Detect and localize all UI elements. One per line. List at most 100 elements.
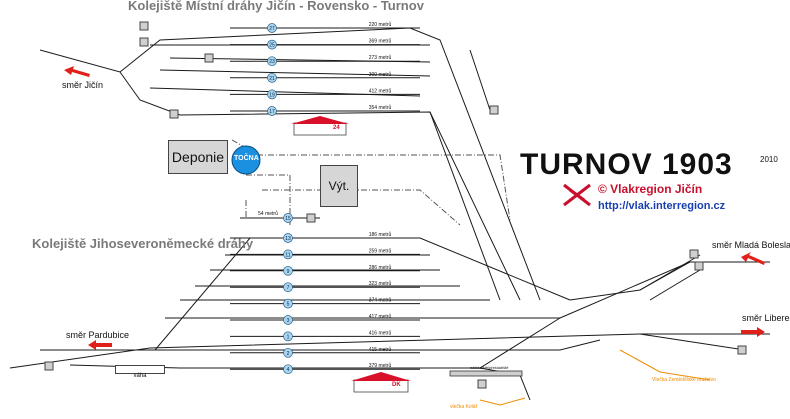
buffer-stop [477, 379, 487, 389]
lower-track-marker[interactable] [283, 233, 293, 243]
upper-track-length: 412 metrů [369, 87, 392, 94]
lower-track-number: 1 [287, 334, 290, 340]
upper-track-marker[interactable] [267, 72, 277, 83]
lower-track-length: 186 metrů [369, 231, 392, 238]
siding-kolar [479, 397, 526, 406]
direction-jicin: směr Jičín [62, 80, 104, 90]
lower-track-length: 259 metrů [369, 247, 392, 254]
dashed-link-3 [262, 189, 461, 226]
line-curve-east [569, 261, 691, 301]
lower-track-number: 11 [285, 252, 290, 258]
lower-track-length: 323 metrů [369, 280, 392, 287]
upper-yard-outer-track [39, 27, 541, 301]
upper-track-length: 354 metrů [369, 104, 392, 111]
dashed-link-2 [246, 174, 291, 225]
upper-track-length: 273 metrů [369, 54, 392, 61]
upper-track-marker[interactable] [267, 89, 277, 100]
siding-zemedelske [619, 349, 711, 381]
lower-track-marker[interactable] [283, 249, 293, 260]
short-track-number: 15 [285, 216, 291, 222]
buffer-stop [139, 21, 149, 31]
upper-track-number: 27 [269, 26, 275, 32]
main-line [9, 333, 770, 369]
siding-east-1 [639, 254, 701, 291]
buffer-stop [44, 361, 54, 371]
buffer-stop [489, 105, 499, 115]
lower-track-marker[interactable] [283, 347, 293, 358]
buffer-stop [169, 109, 179, 119]
buffer-stop [204, 53, 214, 63]
siding-zemedelske-label: Vlečka Zemědělské družstvo [652, 377, 716, 383]
lower-track-marker[interactable] [283, 298, 293, 309]
lower-track-length: 415 metrů [369, 346, 392, 353]
lower-track-marker[interactable] [283, 331, 293, 342]
main-line-2 [40, 339, 601, 351]
upper-track-marker[interactable] [267, 56, 277, 67]
lower-track-number: 2 [287, 351, 290, 357]
lower-track-marker[interactable] [283, 315, 293, 325]
direction-pardubice: směr Pardubice [66, 330, 130, 340]
upper-track-length: 300 metrů [369, 71, 392, 78]
arrow-mlada-boleslav [741, 252, 765, 265]
upper-track-length: 369 metrů [369, 38, 392, 45]
station-building-upper [291, 116, 349, 136]
buffer-stop [694, 261, 704, 271]
arrow-pardubice [88, 340, 112, 350]
lower-track-marker[interactable] [283, 364, 293, 375]
lower-track-length: 374 metrů [369, 297, 392, 304]
buffer-stop [737, 345, 747, 355]
direction-liberec: směr Liberec [742, 313, 790, 323]
lower-track-marker[interactable] [283, 265, 293, 276]
siding-kolar-label: vlečka Kolář [450, 404, 478, 410]
buffer-stop [139, 37, 149, 47]
upper-track-number: 23 [269, 59, 275, 65]
upper-track-number: 19 [269, 92, 275, 98]
upper-track-marker[interactable] [267, 39, 277, 50]
upper-track-marker[interactable] [267, 106, 277, 116]
station-lower-number: DK [392, 382, 401, 388]
lower-track-marker[interactable] [283, 282, 293, 293]
logo-cross-icon [563, 183, 591, 207]
upper-yard-track-21 [159, 69, 431, 77]
arrow-liberec [741, 327, 765, 337]
lower-track-number: 3 [287, 318, 290, 324]
lower-track-length: 379 metrů [369, 362, 392, 369]
arrow-jicin [64, 66, 90, 77]
siding-north-2 [469, 49, 491, 111]
siding-east-2 [649, 269, 701, 301]
lower-track-length: 416 metrů [369, 329, 392, 336]
upper-track-number: 21 [269, 76, 275, 82]
website-url[interactable]: http://vlak.interregion.cz [598, 200, 726, 212]
weighbridge: váha [115, 365, 165, 379]
buffer-stop [306, 213, 316, 223]
lower-track-number: 4 [287, 367, 290, 373]
lower-track-length: 417 metrů [369, 313, 392, 320]
lower-yard-title: Kolejiště Jihoseveroněmecké dráhy [32, 236, 254, 251]
dashed-link-1 [246, 154, 511, 221]
loading-ramp [449, 370, 523, 377]
short-track-length: 54 metrů [258, 210, 278, 217]
loading-ramp-label: nákladiště/překladiště [470, 365, 509, 370]
direction-mlada-boleslav: směr Mladá Boleslav [712, 240, 790, 250]
station-building-lower [351, 372, 411, 393]
station-upper-number: 24 [333, 125, 340, 131]
upper-track-marker[interactable] [267, 23, 277, 33]
line-mlada-boleslav [559, 261, 770, 319]
lower-track-length: 286 metrů [369, 264, 392, 271]
vyt-building: Výt. [320, 165, 358, 207]
short-track-marker[interactable] [283, 213, 293, 223]
lower-track-number: 9 [287, 269, 290, 275]
upper-track-number: 25 [269, 43, 275, 49]
buffer-stop [689, 249, 699, 259]
station-title: TURNOV 1903 [520, 148, 733, 181]
upper-track-length: 220 metrů [369, 21, 392, 28]
lower-track-number: 13 [285, 236, 291, 242]
lower-track-number: 7 [287, 285, 290, 291]
upper-tracks-layer: 27 220 metrů 25 369 metrů 23 273 metrů 21 300 m… [230, 21, 420, 116]
upper-yard-title: Kolejiště Místní dráhy Jičín - Rovensko … [128, 0, 424, 13]
short-track-layer: 15 54 metrů [258, 210, 293, 223]
siding-right-long [639, 333, 746, 351]
turntable-circle [231, 145, 261, 175]
